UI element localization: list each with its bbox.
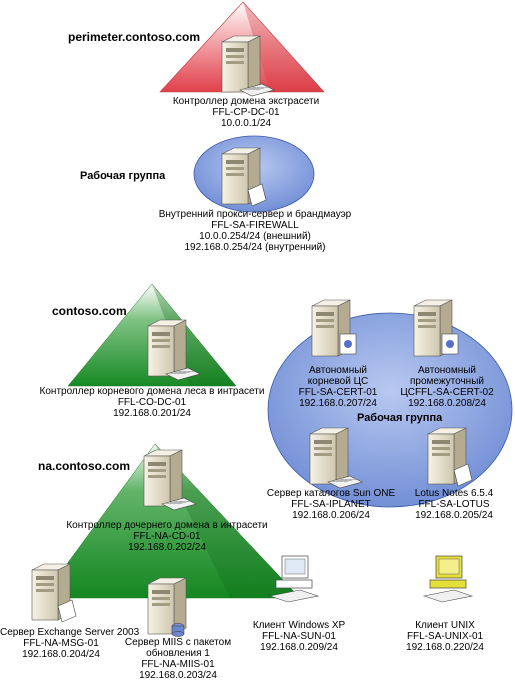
domain-title-workgroup-right: Рабочая группа: [357, 412, 443, 424]
workgroup-ellipse-right: [267, 312, 513, 508]
domain-title-perimeter: perimeter.contoso.com: [68, 30, 201, 44]
workstation-icon-unix: [422, 555, 474, 603]
domain-title-contoso: contoso.com: [52, 304, 127, 318]
server-icon-cert01: [311, 299, 357, 357]
domain-title-workgroup-top: Рабочая группа: [80, 170, 166, 182]
domain-title-na: na.contoso.com: [38, 459, 131, 473]
server-icon-miis: [147, 577, 187, 637]
label-co-dc: Контроллер корневого домена леса в интра…: [39, 386, 265, 419]
server-icon-co-dc: [147, 319, 201, 381]
server-icon-lotus: [427, 427, 473, 487]
server-icon-cp-dc: [221, 35, 275, 97]
server-icon-na-dc: [143, 449, 197, 511]
workstation-icon-sun: [268, 555, 320, 603]
server-icon-firewall: [221, 147, 267, 207]
server-icon-cert02: [413, 299, 459, 357]
server-icon-iplanet: [309, 427, 363, 489]
server-icon-msg: [31, 563, 77, 623]
